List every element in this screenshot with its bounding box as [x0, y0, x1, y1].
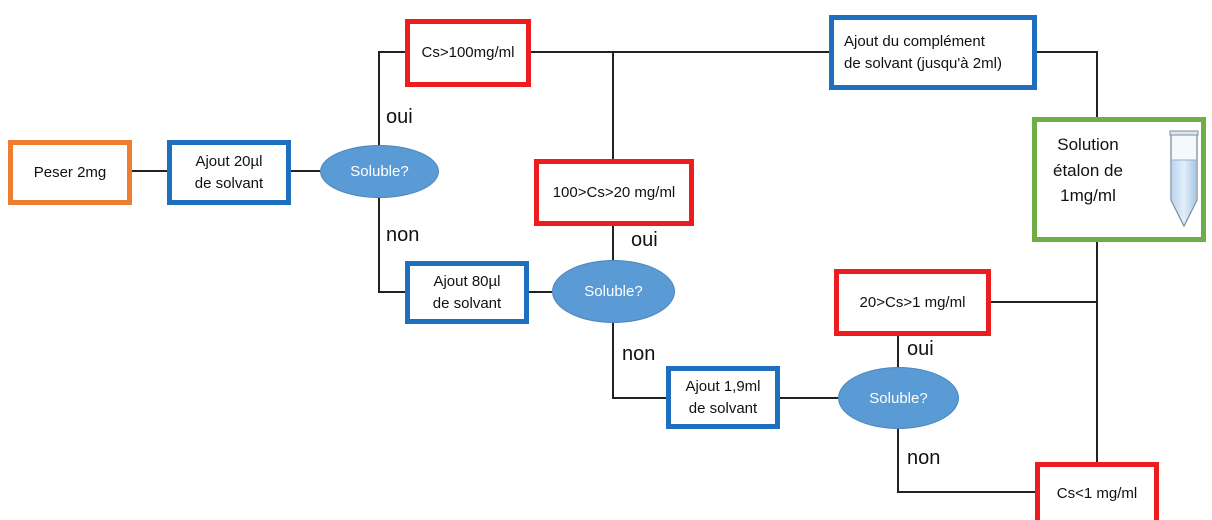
solution-line2: étalon de — [1053, 160, 1123, 180]
cs-20-1-box: 20>Cs>1 mg/ml — [834, 269, 991, 336]
ajout-1-9ml-box: Ajout 1,9ml de solvant — [666, 366, 780, 429]
non-label-2: non — [622, 343, 656, 365]
ajout-20ul-line1: Ajout 20µl — [195, 152, 263, 170]
soluble-1-text: Soluble? — [350, 163, 409, 180]
soluble-2-text: Soluble? — [584, 283, 643, 300]
cs-20-1-text: 20>Cs>1 mg/ml — [859, 293, 966, 311]
solution-line1: Solution — [1057, 135, 1119, 154]
test-tube-icon — [1169, 130, 1199, 228]
ajout-20ul-box: Ajout 20µl de solvant — [167, 140, 291, 205]
soluble-ellipse-1: Soluble? — [320, 145, 439, 198]
soluble-ellipse-2: Soluble? — [552, 260, 675, 323]
ajout-complement-box: Ajout du complément de solvant (jusqu'à … — [829, 15, 1037, 90]
cs-over-100-box: Cs>100mg/ml — [405, 19, 531, 87]
ajout-80ul-box: Ajout 80µl de solvant — [405, 261, 529, 324]
cs-100-20-box: 100>Cs>20 mg/ml — [534, 159, 694, 226]
solution-etalon-box: Solution étalon de 1mg/ml — [1032, 117, 1206, 242]
cs-over-100-text: Cs>100mg/ml — [421, 44, 515, 62]
cs-under-1-text: Cs<1 mg/ml — [1056, 484, 1138, 502]
oui-label-2: oui — [631, 229, 658, 251]
cs-100-20-text: 100>Cs>20 mg/ml — [552, 183, 676, 201]
soluble-3-text: Soluble? — [869, 389, 928, 407]
soluble-ellipse-3: Soluble? — [838, 367, 959, 429]
non-label-1: non — [386, 224, 420, 246]
solution-line3: 1mg/ml — [1060, 186, 1116, 205]
ajout-complement-line1: Ajout du complément — [844, 32, 985, 50]
ajout-20ul-line2: de solvant — [194, 174, 264, 192]
ajout-complement-line2: de solvant (jusqu'à 2ml) — [844, 54, 1002, 72]
peser-box: Peser 2mg — [8, 140, 132, 205]
ajout-1-9ml-line1: Ajout 1,9ml — [685, 377, 761, 395]
non-label-3: non — [907, 447, 941, 469]
ajout-1-9ml-line2: de solvant — [688, 399, 758, 417]
ajout-80ul-line1: Ajout 80µl — [433, 272, 501, 290]
oui-label-3: oui — [907, 338, 934, 360]
oui-label-1: oui — [386, 106, 413, 128]
peser-text: Peser 2mg — [33, 163, 107, 181]
cs-under-1-box: Cs<1 mg/ml — [1035, 462, 1159, 520]
ajout-80ul-line2: de solvant — [432, 294, 502, 312]
